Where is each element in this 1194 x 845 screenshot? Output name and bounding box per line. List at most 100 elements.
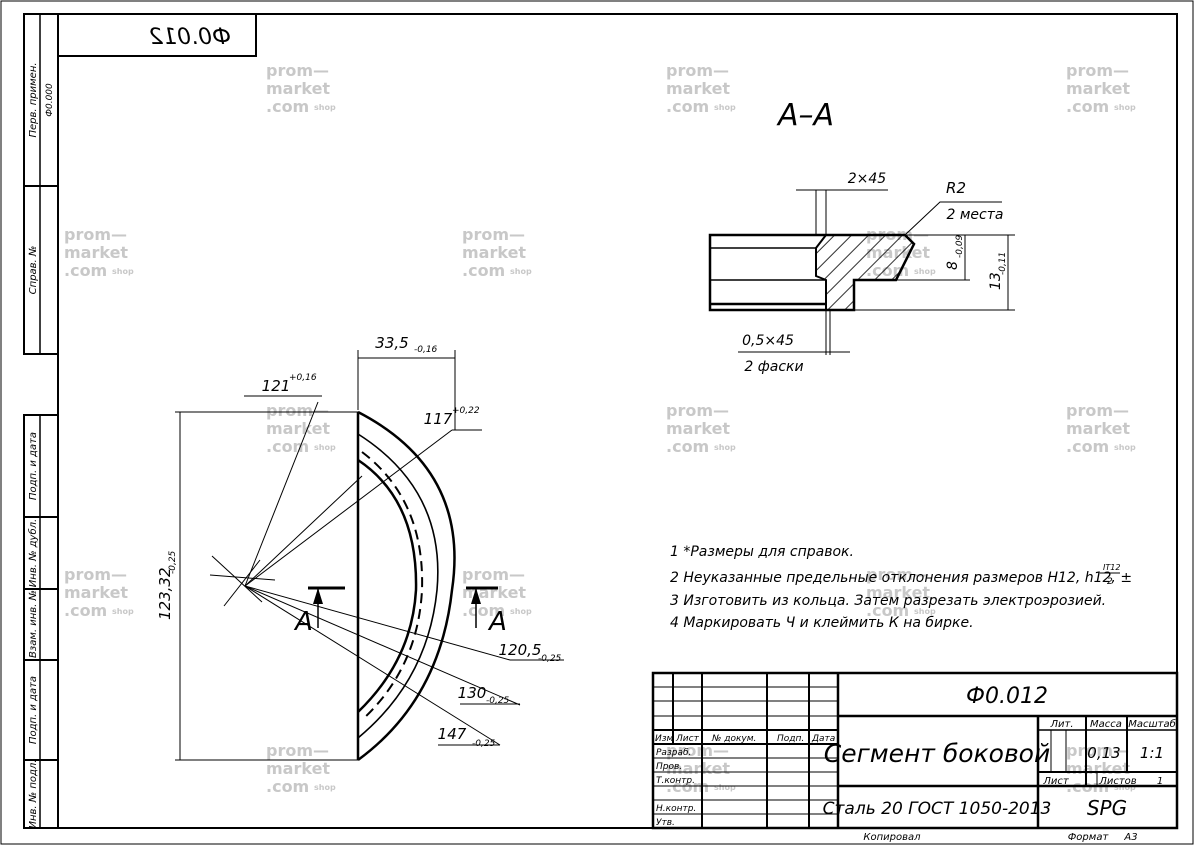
- tb-name: Сегмент боковой: [824, 739, 1050, 768]
- watermark-text: market: [866, 583, 930, 602]
- tb-massa-val: 0,13: [1087, 744, 1120, 762]
- watermark-shop: shop: [314, 103, 336, 112]
- watermark-shop: shop: [314, 443, 336, 452]
- side-label-1: Подп. и дата: [28, 432, 39, 500]
- dim-r130: 130: [458, 684, 487, 702]
- watermark-text: market: [1066, 759, 1130, 778]
- tb-row-razrab: Разраб.: [656, 748, 691, 758]
- tb-masshtab-val: 1:1: [1140, 744, 1164, 762]
- dim-r117: 117: [424, 410, 453, 428]
- inner-height-tol: -0,09: [955, 234, 965, 258]
- watermark-shop: shop: [112, 607, 134, 616]
- tb-row-prov: Пров.: [656, 762, 682, 772]
- watermark-text: market: [64, 583, 128, 602]
- watermark-shop: shop: [1114, 783, 1136, 792]
- section-hatch: [815, 234, 916, 311]
- watermark-text: market: [666, 759, 730, 778]
- watermark-text: market: [462, 243, 526, 262]
- tb-row-tkontr: Т.контр.: [656, 776, 695, 786]
- tb-format-val: А3: [1123, 832, 1137, 843]
- watermark-shop: shop: [714, 783, 736, 792]
- tb-list-label: Лист: [1042, 776, 1070, 787]
- watermark-text: market: [462, 583, 526, 602]
- title-block-text: Изм Лист № докум. Подп. Дата Разраб. Про…: [655, 684, 1176, 843]
- watermark-text: prom—: [266, 401, 329, 420]
- dim-angle: 121: [262, 377, 291, 395]
- watermark-text: .com: [1066, 437, 1109, 456]
- watermark-text: market: [266, 759, 330, 778]
- tb-row-utv: Утв.: [656, 818, 675, 828]
- watermark-text: .com: [266, 777, 309, 796]
- watermark-shop: shop: [714, 103, 736, 112]
- watermark-text: market: [1066, 79, 1130, 98]
- perv-primen-label: Перв. примен.: [28, 62, 39, 137]
- watermark-text: market: [1066, 419, 1130, 438]
- watermark-text: prom—: [666, 401, 729, 420]
- tb-head-izm: Изм: [655, 734, 674, 744]
- tb-lit: Лит.: [1049, 719, 1073, 730]
- watermark-text: prom—: [666, 741, 729, 760]
- watermark-text: prom—: [666, 61, 729, 80]
- watermark-text: .com: [266, 97, 309, 116]
- dim-chord: 123,32: [156, 568, 174, 621]
- tb-head-list: Лист: [675, 734, 700, 744]
- tb-massa: Масса: [1090, 719, 1122, 730]
- tb-head-data: Дата: [811, 734, 835, 744]
- watermark-text: prom—: [64, 565, 127, 584]
- plan-view: 33,5 -0,16 121 +0,16 117 +0,22 123,32 -0…: [156, 334, 564, 762]
- watermark-text: market: [64, 243, 128, 262]
- tb-head-podp: Подп.: [777, 734, 804, 744]
- watermark-text: .com: [64, 601, 107, 620]
- left-lower-stamp: Подп. и дата Инв. № дубл. Взам. инв. № П…: [23, 414, 59, 829]
- watermark-text: market: [666, 419, 730, 438]
- tb-kopiroval: Копировал: [863, 832, 921, 843]
- tb-listov-label: Листов: [1098, 776, 1136, 787]
- watermark-text: prom—: [1066, 61, 1129, 80]
- watermark-shop: shop: [112, 267, 134, 276]
- watermark-stamp: prom—market.com shop: [64, 565, 134, 620]
- dim-r130-tol: -0,25: [486, 696, 510, 706]
- dim-r147: 147: [438, 725, 467, 743]
- total-height-tol: -0,11: [998, 252, 1008, 275]
- watermark-text: .com: [1066, 97, 1109, 116]
- section-title: А–А: [776, 98, 834, 133]
- technical-notes: 1 *Размеры для справок. 2 Неуказанные пр…: [670, 544, 1132, 631]
- watermark-shop: shop: [1114, 443, 1136, 452]
- tb-format-label: Формат: [1068, 832, 1110, 843]
- inner-height-label: 8: [945, 261, 961, 270]
- dim-width: 33,5: [375, 334, 408, 352]
- dim-r120: 120,5: [499, 641, 542, 659]
- tb-head-doc: № докум.: [711, 734, 756, 744]
- watermark-text: .com: [64, 261, 107, 280]
- note-4: 4 Маркировать Ч и клеймить К на бирке.: [670, 615, 974, 631]
- watermark-shop: shop: [914, 267, 936, 276]
- title-block: [651, 671, 1179, 830]
- watermark-text: prom—: [462, 565, 525, 584]
- chamfer-bottom-label: 0,5×45: [742, 333, 794, 349]
- sprav-label: Справ. №: [28, 246, 39, 295]
- side-label-5: Инв. № подл.: [28, 760, 39, 829]
- dim-r120-tol: -0,25: [538, 654, 562, 664]
- mirrored-code: Ф0.012: [149, 25, 231, 50]
- watermark-shop: shop: [510, 267, 532, 276]
- note-3: 3 Изготовить из кольца. Затем разрезать …: [670, 593, 1106, 609]
- tb-row-nkontr: Н.контр.: [656, 804, 696, 814]
- watermark-text: prom—: [866, 565, 929, 584]
- tb-org: SPG: [1087, 796, 1127, 820]
- watermark-text: prom—: [462, 225, 525, 244]
- watermark-text: .com: [666, 437, 709, 456]
- watermark-text: .com: [462, 601, 505, 620]
- dim-r117-tol: +0,22: [452, 406, 480, 416]
- left-upper-stamp: Перв. примен. Ф0.000 Справ. №: [23, 13, 59, 355]
- note-1: 1 *Размеры для справок.: [670, 544, 854, 560]
- watermark-text: prom—: [266, 741, 329, 760]
